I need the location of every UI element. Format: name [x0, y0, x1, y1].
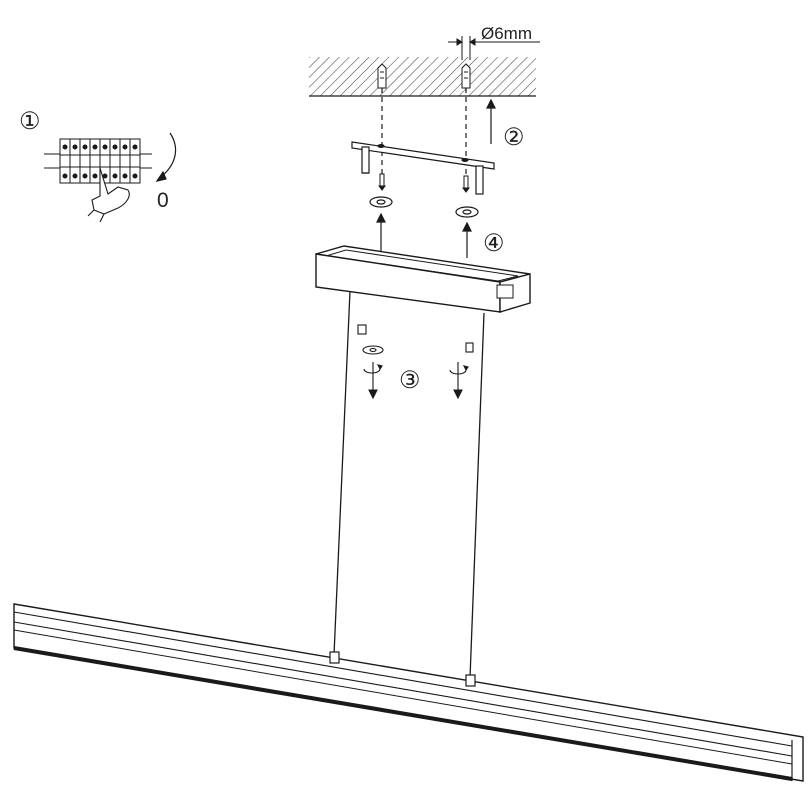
- cable-clamp-right: [465, 674, 476, 687]
- drill-dimension: [448, 36, 540, 60]
- terminal-block: [44, 138, 152, 184]
- drill-diameter-label: Ø6mm: [481, 24, 532, 43]
- wall-plug-left: [377, 63, 387, 89]
- power-off-label: 0: [157, 189, 169, 212]
- step1-label: ①: [19, 108, 41, 135]
- bracket-screw-right: [462, 175, 470, 193]
- wall-plug-right: [461, 63, 471, 89]
- suspension-cables: [333, 290, 485, 679]
- cable-gripper-right: [449, 342, 474, 400]
- step4-arrows: [376, 212, 472, 258]
- nut-left: [369, 196, 393, 208]
- nut-right: [455, 206, 479, 218]
- cable-clamp-left: [329, 651, 340, 664]
- luminaire-bar: [13, 603, 804, 782]
- step4-label: ④: [483, 230, 505, 257]
- step2-arrow: [486, 98, 496, 144]
- canopy: [315, 245, 531, 313]
- rotate-arrow-icon: [155, 132, 177, 182]
- step2-label: ②: [503, 124, 525, 151]
- step3-label: ③: [399, 367, 421, 394]
- hand-icon: [87, 167, 130, 223]
- bracket-screw-left: [378, 173, 386, 191]
- cable-gripper-left: [357, 324, 384, 400]
- ceiling: [309, 57, 536, 97]
- mounting-bracket: [351, 141, 495, 195]
